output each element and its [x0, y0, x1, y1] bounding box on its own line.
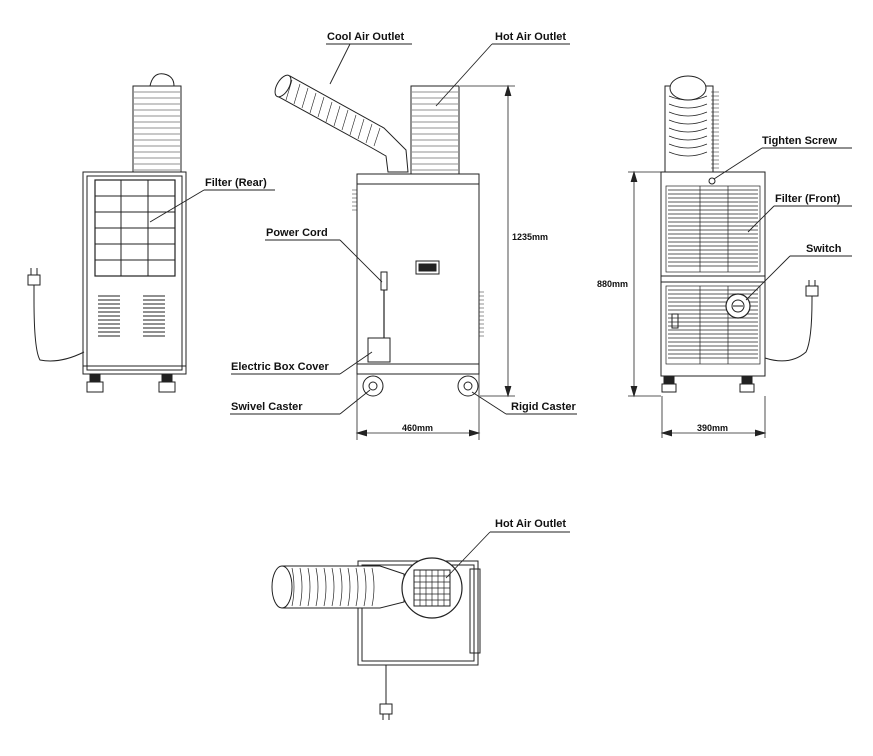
- swivel-caster-wheel: [362, 375, 384, 397]
- leader-filter-rear: [149, 189, 205, 223]
- electric-box: [367, 337, 391, 363]
- front-leaders: [713, 147, 852, 301]
- label-rigid-caster: Rigid Caster: [511, 401, 576, 413]
- tighten-screw-head: [708, 177, 716, 185]
- top-view: [271, 531, 570, 720]
- label-cool-air-outlet: Cool Air Outlet: [327, 31, 405, 43]
- side-leaders: [230, 43, 577, 415]
- top-cool-hose: [271, 565, 405, 609]
- front-filter-grille: [665, 185, 761, 273]
- label-filter-front: Filter (Front): [775, 193, 841, 205]
- rear-duct: [132, 73, 182, 175]
- label-switch: Switch: [806, 243, 842, 255]
- label-height-body: 880mm: [597, 279, 629, 289]
- side-hot-duct: [410, 85, 460, 175]
- front-duct: [664, 75, 719, 175]
- front-power-cord: [764, 296, 813, 362]
- top-plug: [379, 703, 393, 720]
- front-view: [628, 75, 852, 438]
- label-filter-rear: Filter (Rear): [205, 177, 267, 189]
- dimension-1235: [460, 84, 515, 398]
- dimension-880: [628, 170, 661, 398]
- front-casters: [661, 375, 755, 393]
- label-power-cord: Power Cord: [266, 227, 328, 239]
- dimension-460: [355, 374, 481, 440]
- rear-casters: [86, 373, 176, 393]
- rear-plug: [27, 268, 41, 286]
- side-view: [230, 43, 577, 440]
- label-swivel-caster: Swivel Caster: [231, 401, 303, 413]
- rear-filter-grid: [94, 179, 176, 277]
- top-hot-outlet: [401, 557, 463, 619]
- label-height-total: 1235mm: [512, 232, 549, 242]
- rear-body: [82, 171, 187, 375]
- side-cool-hose: [274, 74, 409, 173]
- label-hot-air-outlet-top: Hot Air Outlet: [495, 518, 567, 530]
- rear-louvres: [98, 295, 165, 337]
- label-hot-air-outlet: Hot Air Outlet: [495, 31, 567, 43]
- label-electric-box-cover: Electric Box Cover: [231, 361, 329, 373]
- rear-power-cord: [33, 285, 85, 362]
- side-handle: [415, 260, 440, 275]
- label-width-side: 460mm: [402, 423, 434, 433]
- rigid-caster-wheel: [457, 375, 479, 397]
- rear-view: [27, 73, 275, 393]
- dimension-390: [660, 396, 767, 438]
- front-plug: [805, 280, 819, 297]
- label-tighten-screw: Tighten Screw: [762, 135, 837, 147]
- label-width-front: 390mm: [697, 423, 729, 433]
- front-body: [660, 171, 766, 377]
